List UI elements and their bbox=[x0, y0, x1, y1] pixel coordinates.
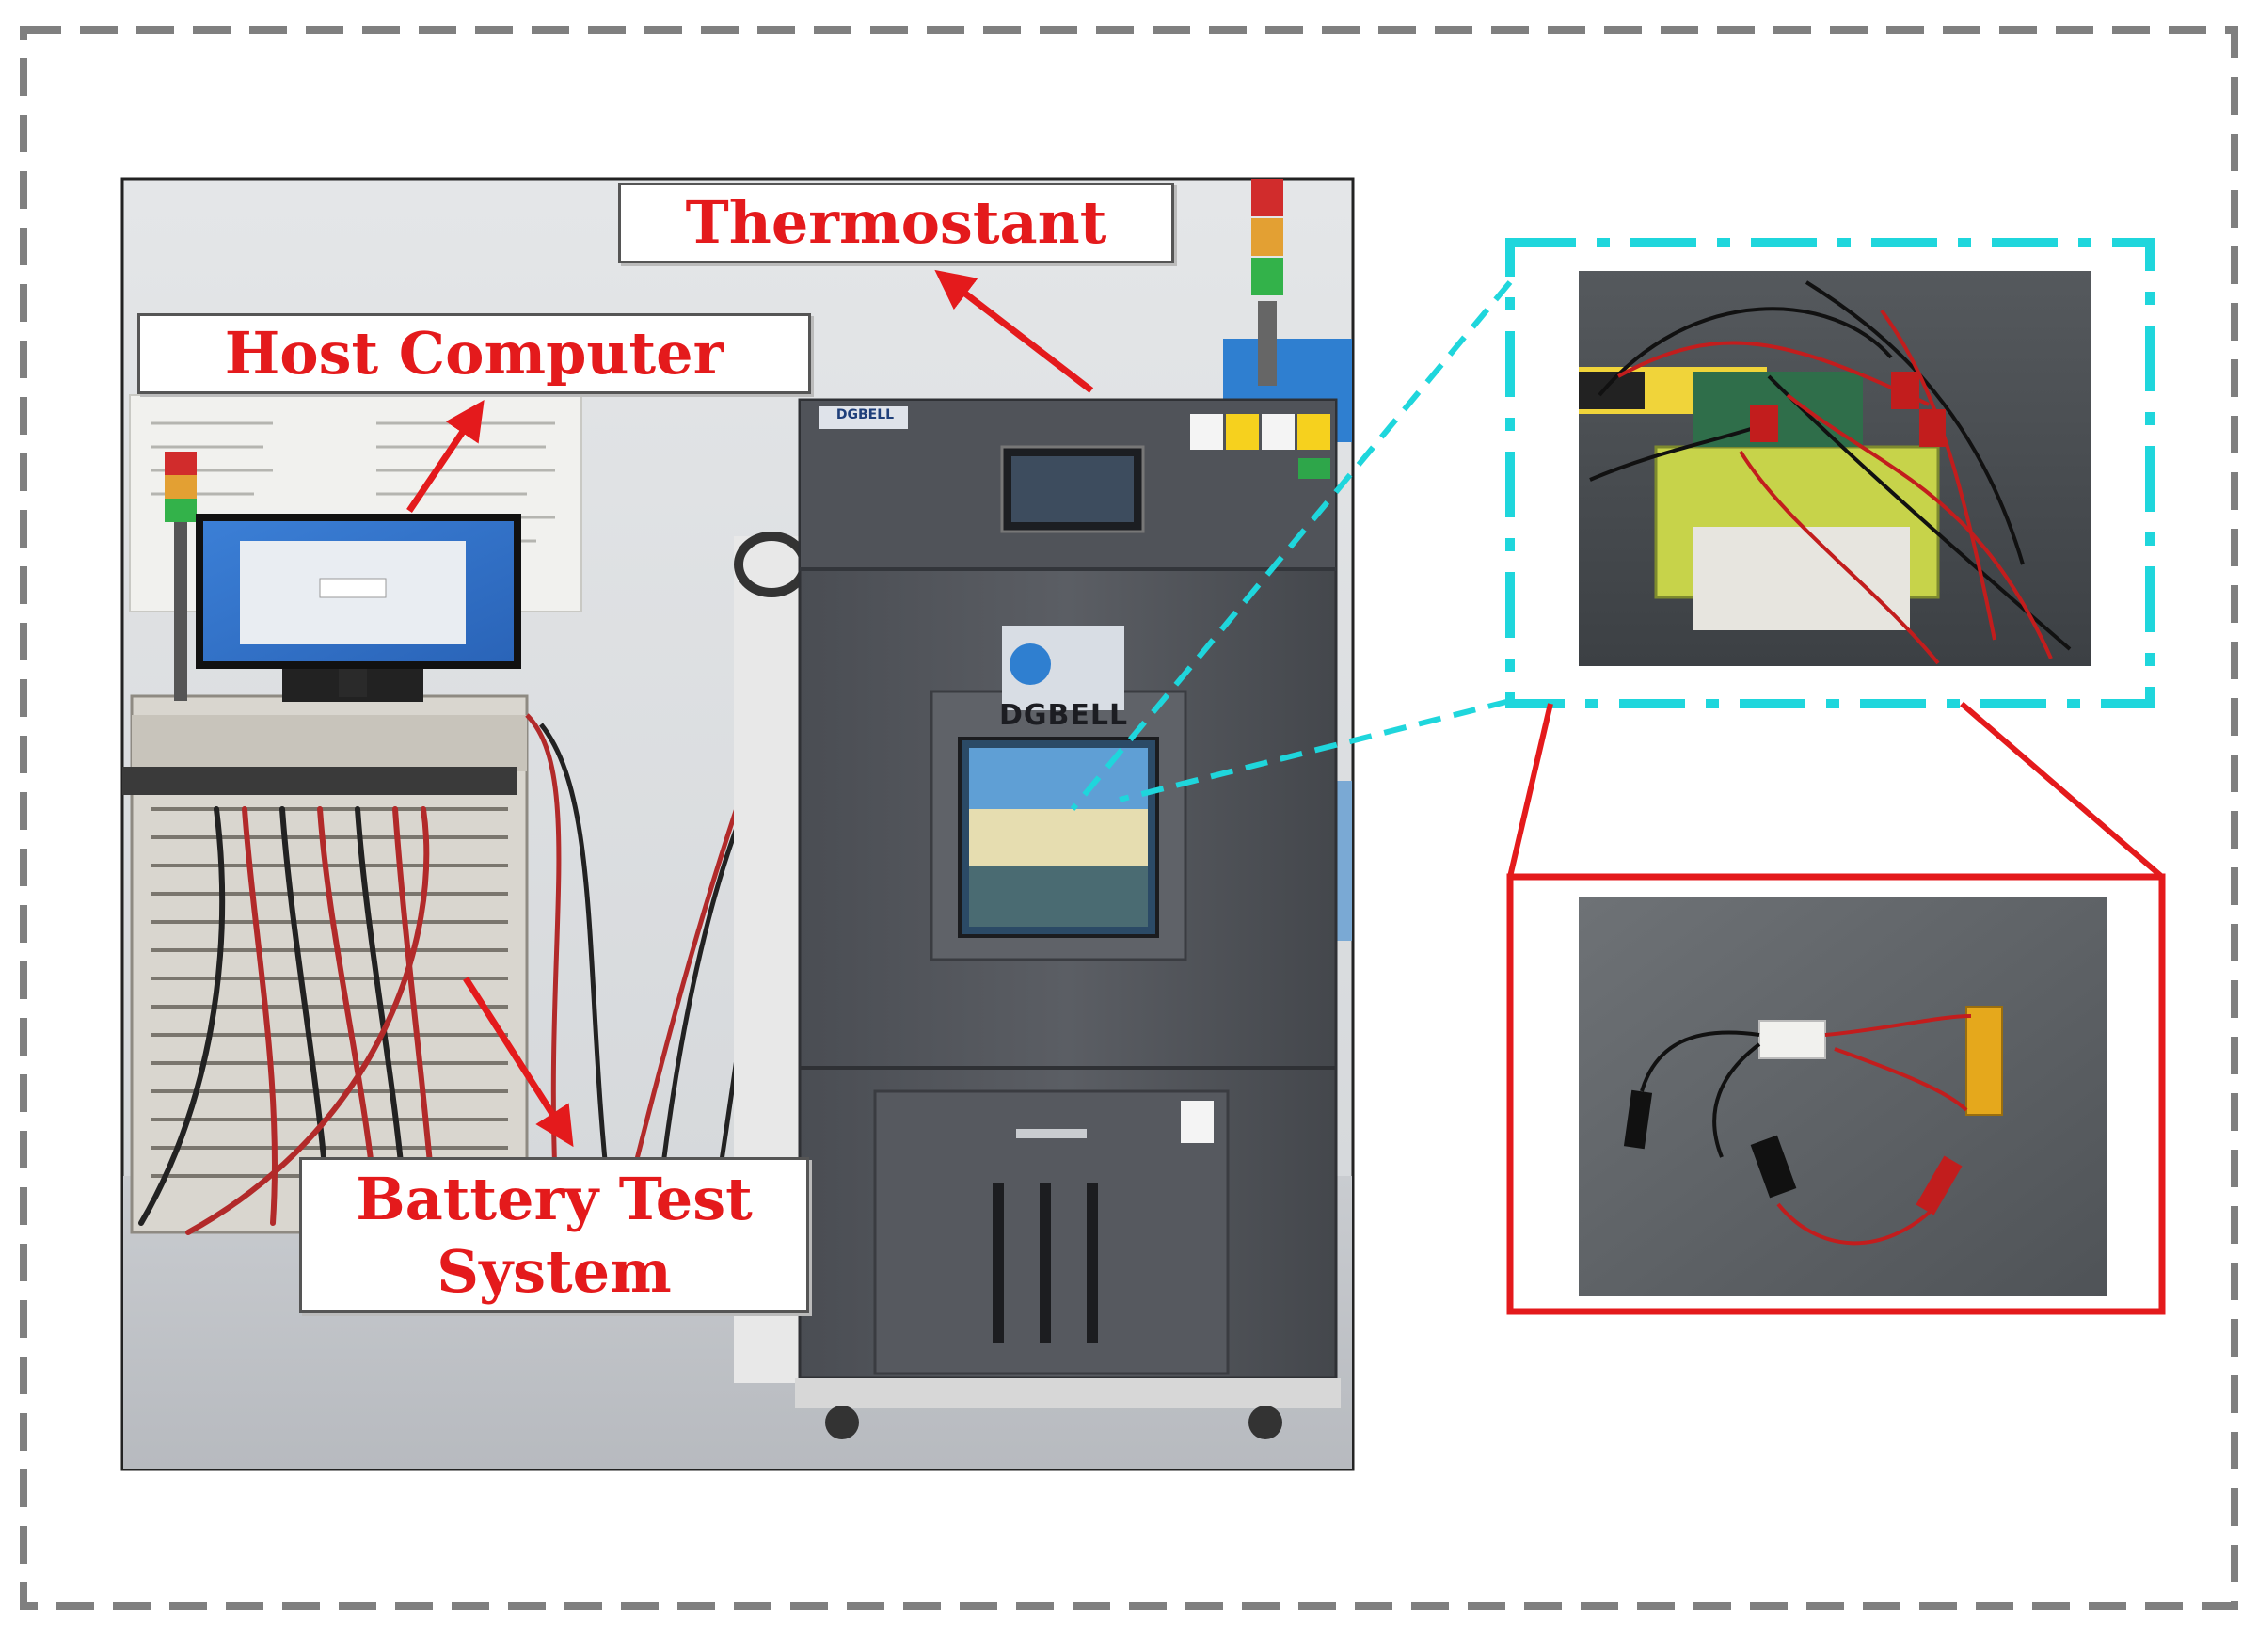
zoom-connectors bbox=[1507, 701, 2164, 880]
cyan-pointer-arrows bbox=[1070, 280, 1513, 811]
battery-test-rack bbox=[122, 694, 529, 1235]
photo-resistor-cable bbox=[1579, 897, 2107, 1296]
signal-light-chamber bbox=[1251, 179, 1283, 386]
photo-battery-wiring bbox=[1579, 271, 2091, 666]
arrow-thermostat bbox=[934, 269, 1094, 393]
label-thermostat-text: Thermostant bbox=[685, 188, 1107, 258]
zoom-box-battery-wiring bbox=[1505, 238, 2155, 708]
arrow-host-computer bbox=[406, 400, 485, 513]
label-thermostat: Thermostant bbox=[618, 183, 1174, 263]
outer-dashed-frame bbox=[20, 26, 2238, 1610]
annotation-arrows bbox=[406, 269, 1094, 1148]
host-computer-monitor bbox=[196, 514, 521, 702]
thermostat-chamber bbox=[734, 398, 1341, 1439]
label-host-computer-text: Host Computer bbox=[224, 319, 724, 389]
label-battery-test-system-line1: Battery Test bbox=[356, 1164, 753, 1233]
chamber-badge-text: DGBELL bbox=[835, 407, 895, 422]
arrow-battery-test-system bbox=[463, 977, 574, 1148]
signal-light-left bbox=[165, 452, 197, 701]
label-battery-test-system-line2: System bbox=[437, 1237, 672, 1306]
label-host-computer: Host Computer bbox=[137, 313, 811, 394]
label-battery-test-system: Battery Test System bbox=[299, 1157, 809, 1313]
chamber-brand-text: DGBELL bbox=[998, 699, 1129, 732]
zoom-box-resistor-cable bbox=[1506, 873, 2166, 1315]
